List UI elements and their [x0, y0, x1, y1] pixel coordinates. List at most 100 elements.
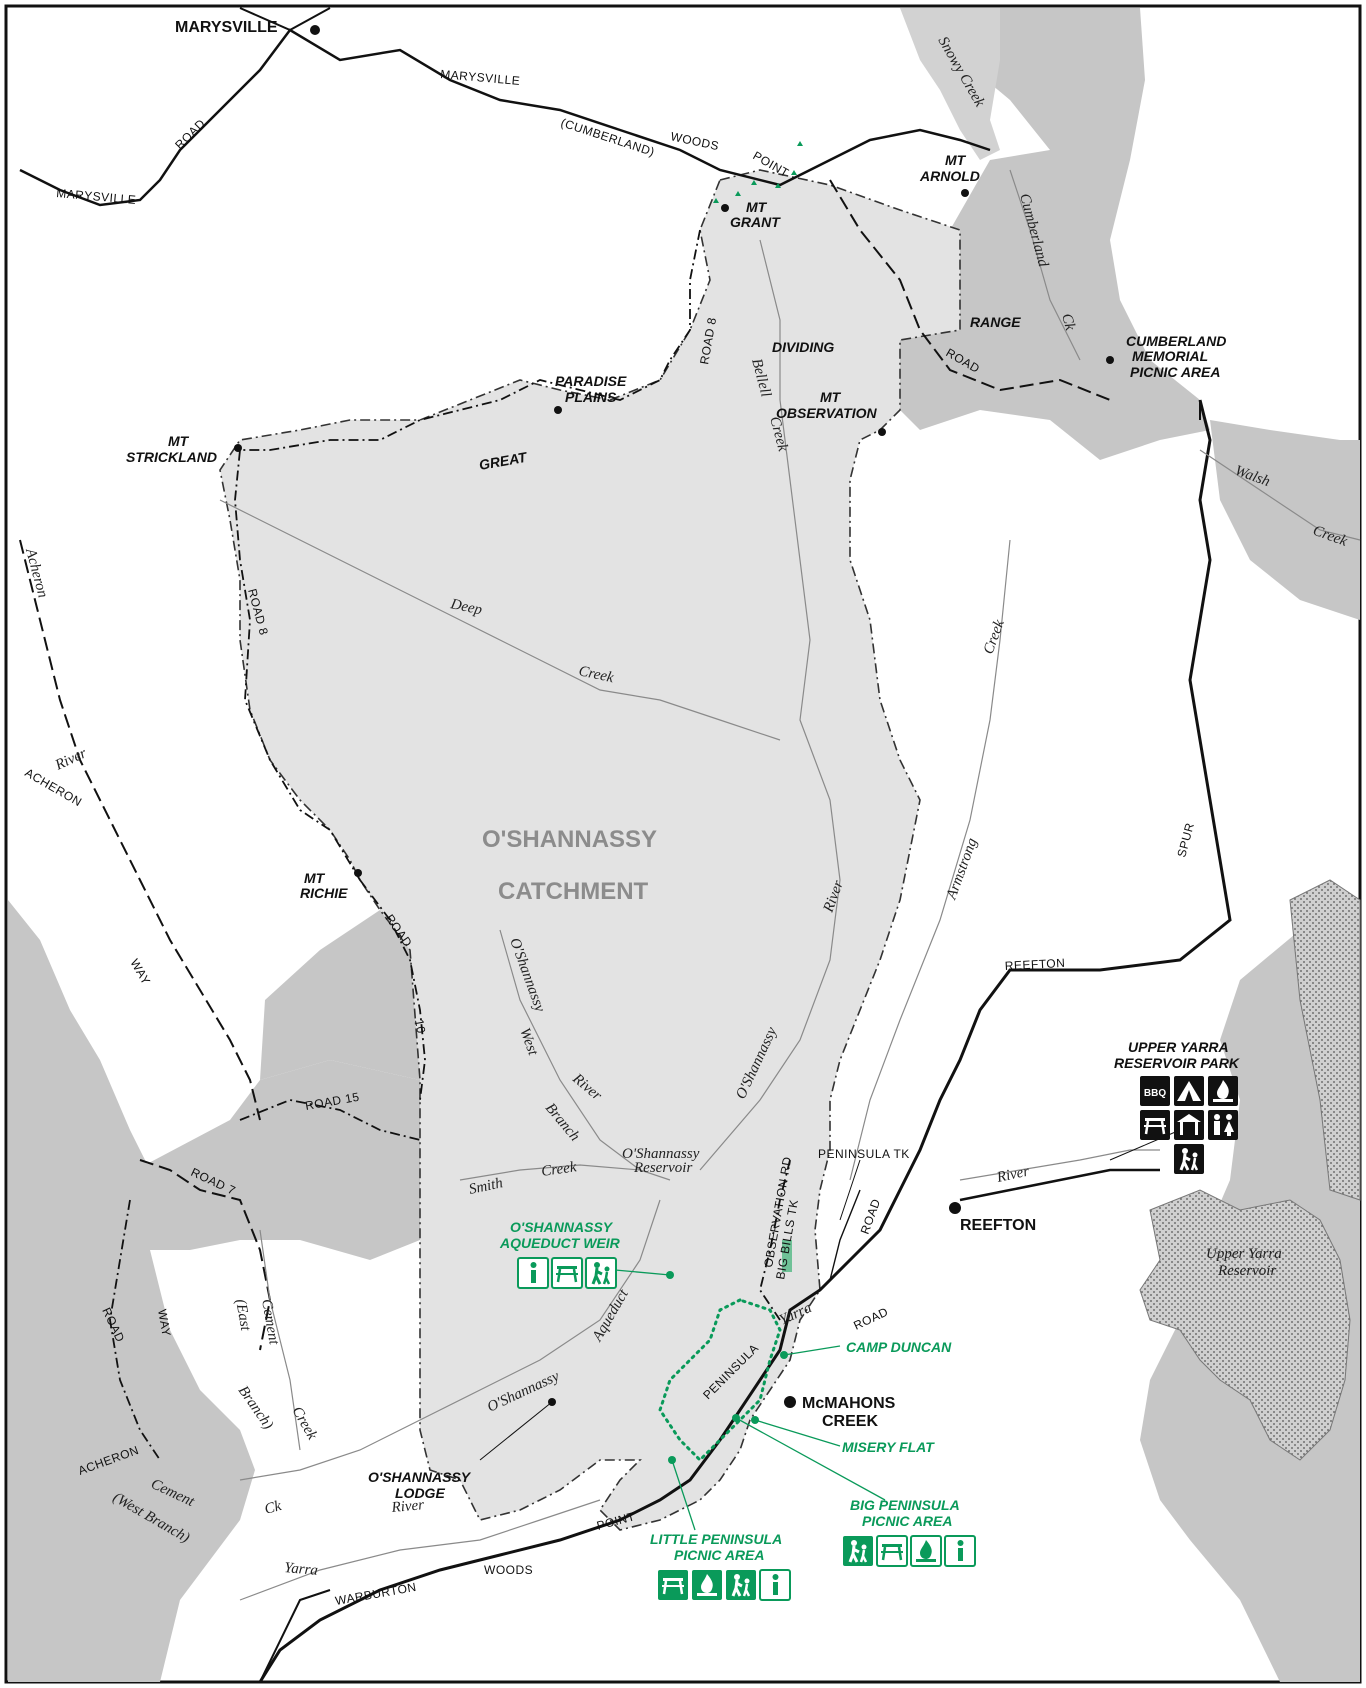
- yarra-river-line: [239, 1499, 601, 1601]
- creek-label-upper-yarra-2: Reservoir: [1217, 1263, 1276, 1279]
- upper-yarra-reservoir: [1139, 1189, 1351, 1461]
- campsite-triangles: [713, 141, 803, 203]
- walsh-creek-line: [1199, 449, 1361, 541]
- upper-yarra-icons: BBQ: [1140, 1076, 1238, 1174]
- bbq-text: BBQ: [1144, 1088, 1166, 1099]
- creek-label-yarra-2: Yarra: [284, 1560, 319, 1579]
- cumberland-label-3: PICNIC AREA: [1130, 364, 1221, 380]
- camping-tent-icon: [1174, 1076, 1204, 1106]
- cumberland-marker: [1106, 356, 1114, 364]
- road-label-reefton: REEFTON: [1004, 956, 1065, 973]
- road-label-marysville-2: MARYSVILLE: [56, 186, 137, 207]
- road-marysville-woods-point: [19, 28, 991, 207]
- mcmahons-creek-marker: [784, 1396, 796, 1408]
- creek-label-ck: Ck: [263, 1498, 284, 1518]
- dividing-label: DIVIDING: [772, 339, 834, 355]
- picnic-table-icon: [876, 1535, 908, 1567]
- mt-arnold-label-1: MT: [945, 152, 967, 168]
- creek-label-cement-east-1: Cement: [258, 1298, 282, 1347]
- lodge-label-2: LODGE: [395, 1485, 445, 1501]
- creek-label-smith-creek: Creek: [540, 1159, 577, 1180]
- aqueduct-line: [239, 1199, 661, 1481]
- info-icon: [517, 1257, 549, 1289]
- road-reefton-east: [959, 1168, 1160, 1202]
- track-acheron-way: [19, 539, 261, 1121]
- big-peninsula-leader: [735, 1417, 886, 1501]
- campsite-triangle: [751, 180, 757, 185]
- walking-icon: [1174, 1144, 1204, 1174]
- creek-label-osh-res-2: Reservoir: [633, 1160, 692, 1176]
- track-great-dividing-range: [829, 179, 1111, 401]
- forest-area-road10: [260, 910, 420, 1080]
- range-label: RANGE: [970, 314, 1021, 330]
- mt-richie-label-1: MT: [304, 870, 326, 886]
- road-marysville-north: [239, 7, 331, 32]
- track-acheron-road: [109, 1199, 161, 1461]
- creek-label-river-2: River: [390, 1497, 425, 1516]
- fireplace-icon: [692, 1570, 722, 1600]
- picnic-table-icon: [658, 1570, 688, 1600]
- road-label-way-2: WAY: [155, 1308, 174, 1338]
- creek-label-deep: Deep: [448, 596, 484, 619]
- track-road-10: [359, 879, 426, 1101]
- fireplace-icon: [910, 1535, 942, 1567]
- mt-observation-marker: [878, 428, 886, 436]
- road-label-woods-2: WOODS: [484, 1563, 533, 1577]
- forest-area-road7: [145, 1060, 420, 1260]
- mt-strickland-label-2: STRICKLAND: [126, 449, 217, 465]
- creek-label-deep-creek: Creek: [577, 663, 615, 686]
- picnic-table-icon: [1140, 1110, 1170, 1140]
- oshannassy-west-branch-line: [499, 929, 671, 1181]
- paradise-plains-marker: [554, 406, 562, 414]
- waterways: [219, 169, 1361, 1601]
- road-label-road10-b: 10: [412, 1018, 428, 1035]
- peninsula-tk-leader: [839, 1159, 861, 1221]
- catchment-label-2: CATCHMENT: [498, 878, 649, 905]
- walking-icon: [726, 1570, 756, 1600]
- creek-label-cumberland-ck: Ck: [1058, 312, 1078, 333]
- road-warburton: [259, 1589, 331, 1683]
- paradise-label-1: PARADISE: [555, 373, 627, 389]
- little-peninsula-icons: [658, 1569, 791, 1601]
- weir-leader: [614, 1269, 671, 1276]
- campsite-triangle: [797, 141, 803, 146]
- mt-richie-marker: [354, 869, 362, 877]
- big-bills-marker: [782, 1240, 792, 1272]
- shelter-icon: [1174, 1110, 1204, 1140]
- mt-richie-label-2: RICHIE: [300, 885, 348, 901]
- bellell-creek-line: [699, 239, 841, 1171]
- lodge-label-1: O'SHANNASSY: [368, 1469, 472, 1485]
- catchment-label-1: O'SHANNASSY: [482, 826, 657, 853]
- point-markers: [234, 25, 1114, 1408]
- oshannassy-catchment-area: [219, 169, 961, 1531]
- info-icon: [759, 1569, 791, 1601]
- mt-grant-label-2: GRANT: [730, 214, 781, 230]
- campsite-triangle: [735, 191, 741, 196]
- weir-icons: [517, 1257, 617, 1289]
- forest-area-west: [8, 900, 255, 1682]
- upper-yarra-label-2: RESERVOIR PARK: [1114, 1055, 1240, 1071]
- facility-leaders: [614, 1269, 886, 1531]
- marysville-label: MARYSVILLE: [175, 19, 278, 36]
- misery-flat-leader: [754, 1419, 841, 1447]
- road-label-peninsula-tk: PENINSULA TK: [818, 1147, 910, 1161]
- creek-label-cement-east-2: (East: [232, 1298, 253, 1333]
- little-peninsula-label-2: PICNIC AREA: [674, 1547, 765, 1563]
- creek-label-upper-yarra-1: Upper Yarra: [1206, 1246, 1282, 1262]
- upper-yarra-reservoir-arm: [1289, 879, 1361, 1201]
- weir-label-1: O'SHANNASSY: [510, 1219, 614, 1235]
- big-peninsula-label-2: PICNIC AREA: [862, 1513, 953, 1529]
- campsite-triangle: [775, 183, 781, 188]
- road-reefton: [258, 399, 1232, 1683]
- fireplace-icon: [1208, 1076, 1238, 1106]
- smith-creek-line: [459, 1164, 641, 1181]
- road-label-marysville-1: MARYSVILLE: [440, 67, 521, 88]
- lodge-leader: [479, 1401, 553, 1461]
- walking-icon: [843, 1536, 873, 1566]
- camp-duncan-label: CAMP DUNCAN: [846, 1339, 952, 1355]
- reefton-label: REEFTON: [960, 1217, 1036, 1234]
- upper-yarra-label-1: UPPER YARRA: [1128, 1039, 1229, 1055]
- mcmahons-label-1: McMAHONS: [802, 1395, 896, 1412]
- mt-observation-label-1: MT: [820, 389, 842, 405]
- mt-arnold-marker: [961, 189, 969, 197]
